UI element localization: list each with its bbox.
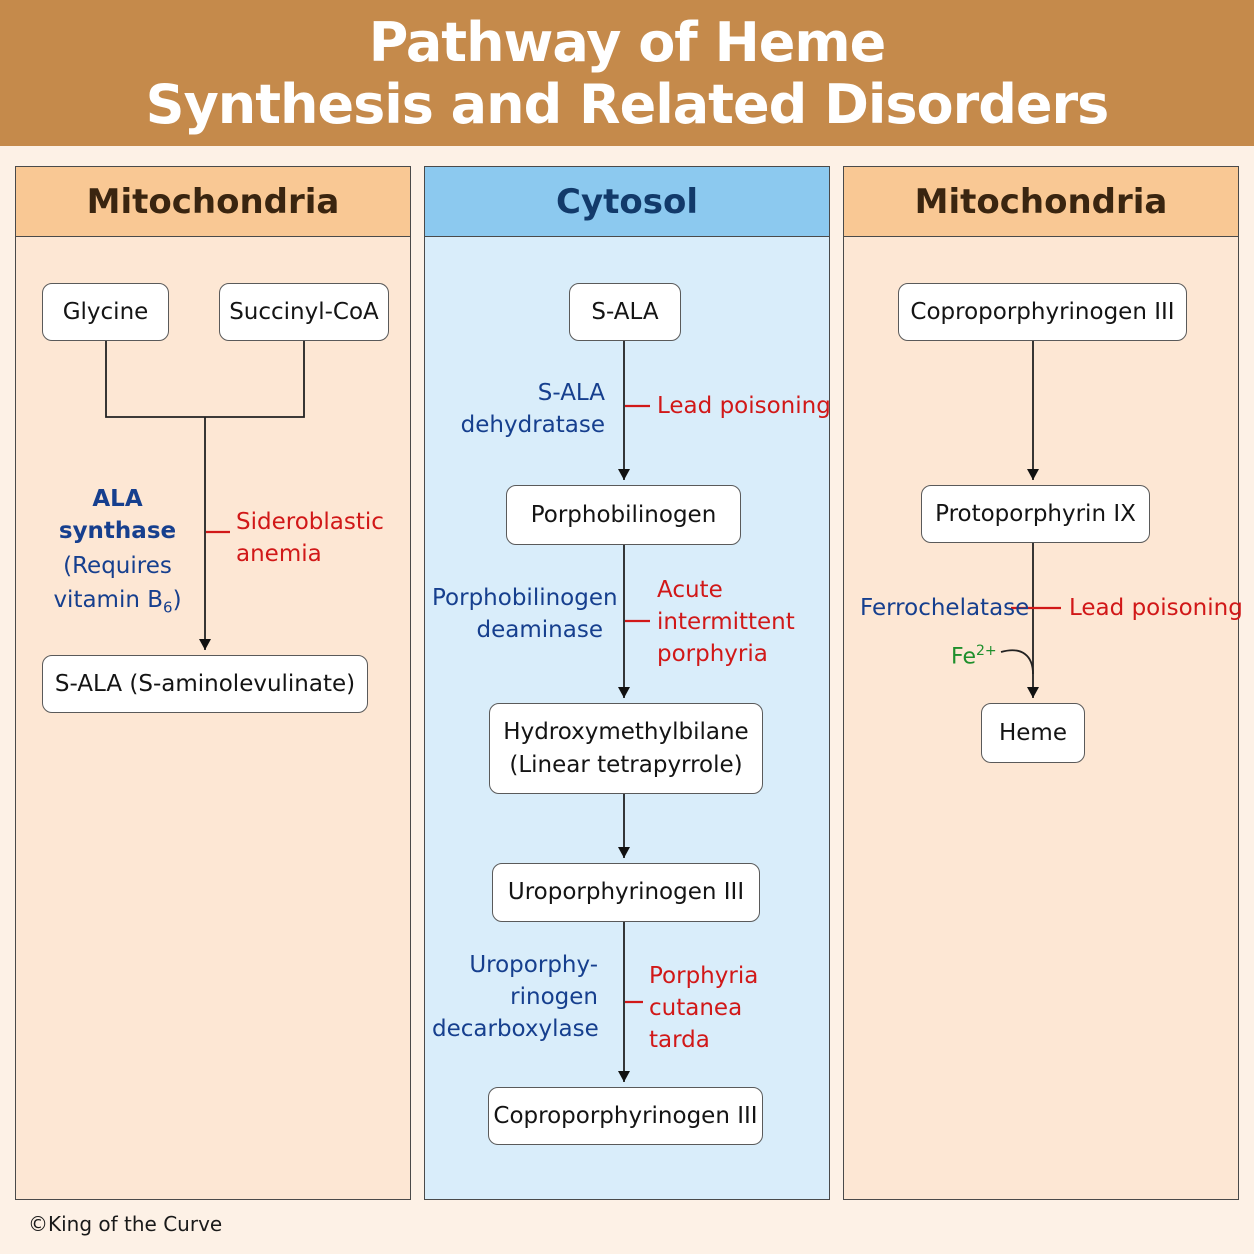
node-uroporphyrinogen: Uroporphyrinogen III [492, 863, 760, 922]
title-banner: Pathway of Heme Synthesis and Related Di… [0, 0, 1254, 146]
enzyme-s-ala-dehydratase-line-1: S-ALA [537, 380, 605, 406]
connector-succinyl-coa [205, 341, 305, 418]
node-glycine-label: Glycine [62, 298, 149, 325]
node-porphobilinogen-label: Porphobilinogen [530, 501, 717, 528]
node-coproporphyrinogen-mito: Coproporphyrinogen III [898, 283, 1187, 341]
disorder-lead-poisoning-cytosol: Lead poisoning [657, 393, 831, 419]
node-glycine: Glycine [42, 283, 169, 341]
node-s-ala-mito: S-ALA (S-aminolevulinate) [42, 655, 368, 713]
disorder-pct-line-1: Porphyria [649, 963, 759, 989]
node-s-ala-cytosol: S-ALA [569, 283, 681, 341]
enzyme-ala-synthase-name: ALA synthase [58, 486, 177, 544]
connector-glycine [105, 341, 205, 418]
disorder-acute-intermittent-porphyria: Acute intermittent porphyria [657, 574, 795, 670]
node-s-ala-mito-label: S-ALA (S-aminolevulinate) [54, 670, 356, 697]
panel-heading-right: Mitochondria [844, 167, 1238, 237]
disorder-pct-line-2: cutanea [649, 995, 743, 1021]
panel-heading-left: Mitochondria [16, 167, 410, 237]
node-hmb-line-1: Hydroxymethylbilane [503, 718, 749, 745]
node-succinyl-coa-label: Succinyl-CoA [229, 298, 379, 325]
node-protoporphyrin-ix: Protoporphyrin IX [921, 485, 1150, 543]
node-coproporphyrinogen-mito-label: Coproporphyrinogen III [910, 298, 1175, 325]
node-porphobilinogen: Porphobilinogen [506, 485, 741, 545]
enzyme-uro-decarboxylase: Uroporphy- rinogen decarboxylase [432, 949, 599, 1045]
disorder-porphyria-cutanea-tarda: Porphyria cutanea tarda [649, 960, 758, 1056]
enzyme-pbg-deaminase: Porphobilinogen deaminase [432, 582, 618, 646]
disorder-pct-line-3: tarda [649, 1027, 710, 1053]
enzyme-ala-synthase: ALA synthase (Requires vitamin B6) [30, 483, 205, 624]
enzyme-ala-synthase-note-2: vitamin B6) [53, 587, 182, 617]
node-uroporphyrinogen-label: Uroporphyrinogen III [507, 879, 745, 905]
fe-cofactor-curve [1000, 649, 1034, 675]
disorder-lead-poisoning-mito: Lead poisoning [1069, 595, 1243, 621]
cofactor-fe2plus: Fe2+ [951, 643, 997, 670]
enzyme-s-ala-dehydratase: S-ALA dehydratase [430, 377, 605, 441]
node-heme-label: Heme [998, 719, 1067, 746]
node-protoporphyrin-ix-label: Protoporphyrin IX [935, 500, 1136, 527]
disorder-sideroblastic-line-2: anemia [236, 541, 322, 567]
node-hmb-line-2: (Linear tetrapyrrole) [509, 751, 743, 778]
title-line-2: Synthesis and Related Disorders [145, 73, 1110, 136]
disorder-aip-line-2: intermittent [657, 609, 795, 635]
node-heme: Heme [981, 703, 1085, 763]
enzyme-pbg-deaminase-line-2: deaminase [476, 617, 603, 643]
enzyme-uro-decarboxylase-line-3: decarboxylase [432, 1016, 599, 1042]
disorder-sideroblastic-line-1: Sideroblastic [236, 509, 384, 535]
copyright-notice: ©King of the Curve [28, 1212, 223, 1236]
node-succinyl-coa: Succinyl-CoA [219, 283, 389, 341]
enzyme-uro-decarboxylase-line-2: rinogen [510, 984, 598, 1010]
disorder-aip-line-3: porphyria [657, 641, 768, 667]
panel-heading-middle: Cytosol [425, 167, 829, 237]
disorder-sideroblastic-anemia: Sideroblastic anemia [236, 506, 384, 570]
enzyme-s-ala-dehydratase-line-2: dehydratase [460, 412, 605, 438]
node-s-ala-cytosol-label: S-ALA [591, 298, 659, 325]
enzyme-ferrochelatase: Ferrochelatase [860, 595, 1030, 621]
enzyme-uro-decarboxylase-line-1: Uroporphy- [469, 952, 598, 978]
enzyme-ala-synthase-note-1: (Requires [63, 553, 172, 579]
node-hydroxymethylbilane: Hydroxymethylbilane (Linear tetrapyrrole… [489, 703, 763, 794]
disorder-aip-line-1: Acute [657, 577, 723, 603]
enzyme-pbg-deaminase-line-1: Porphobilinogen [432, 585, 618, 611]
node-coproporphyrinogen-cytosol: Coproporphyrinogen III [488, 1087, 763, 1145]
title-line-1: Pathway of Heme [368, 11, 887, 74]
node-coproporphyrinogen-cytosol-label: Coproporphyrinogen III [493, 1102, 758, 1129]
